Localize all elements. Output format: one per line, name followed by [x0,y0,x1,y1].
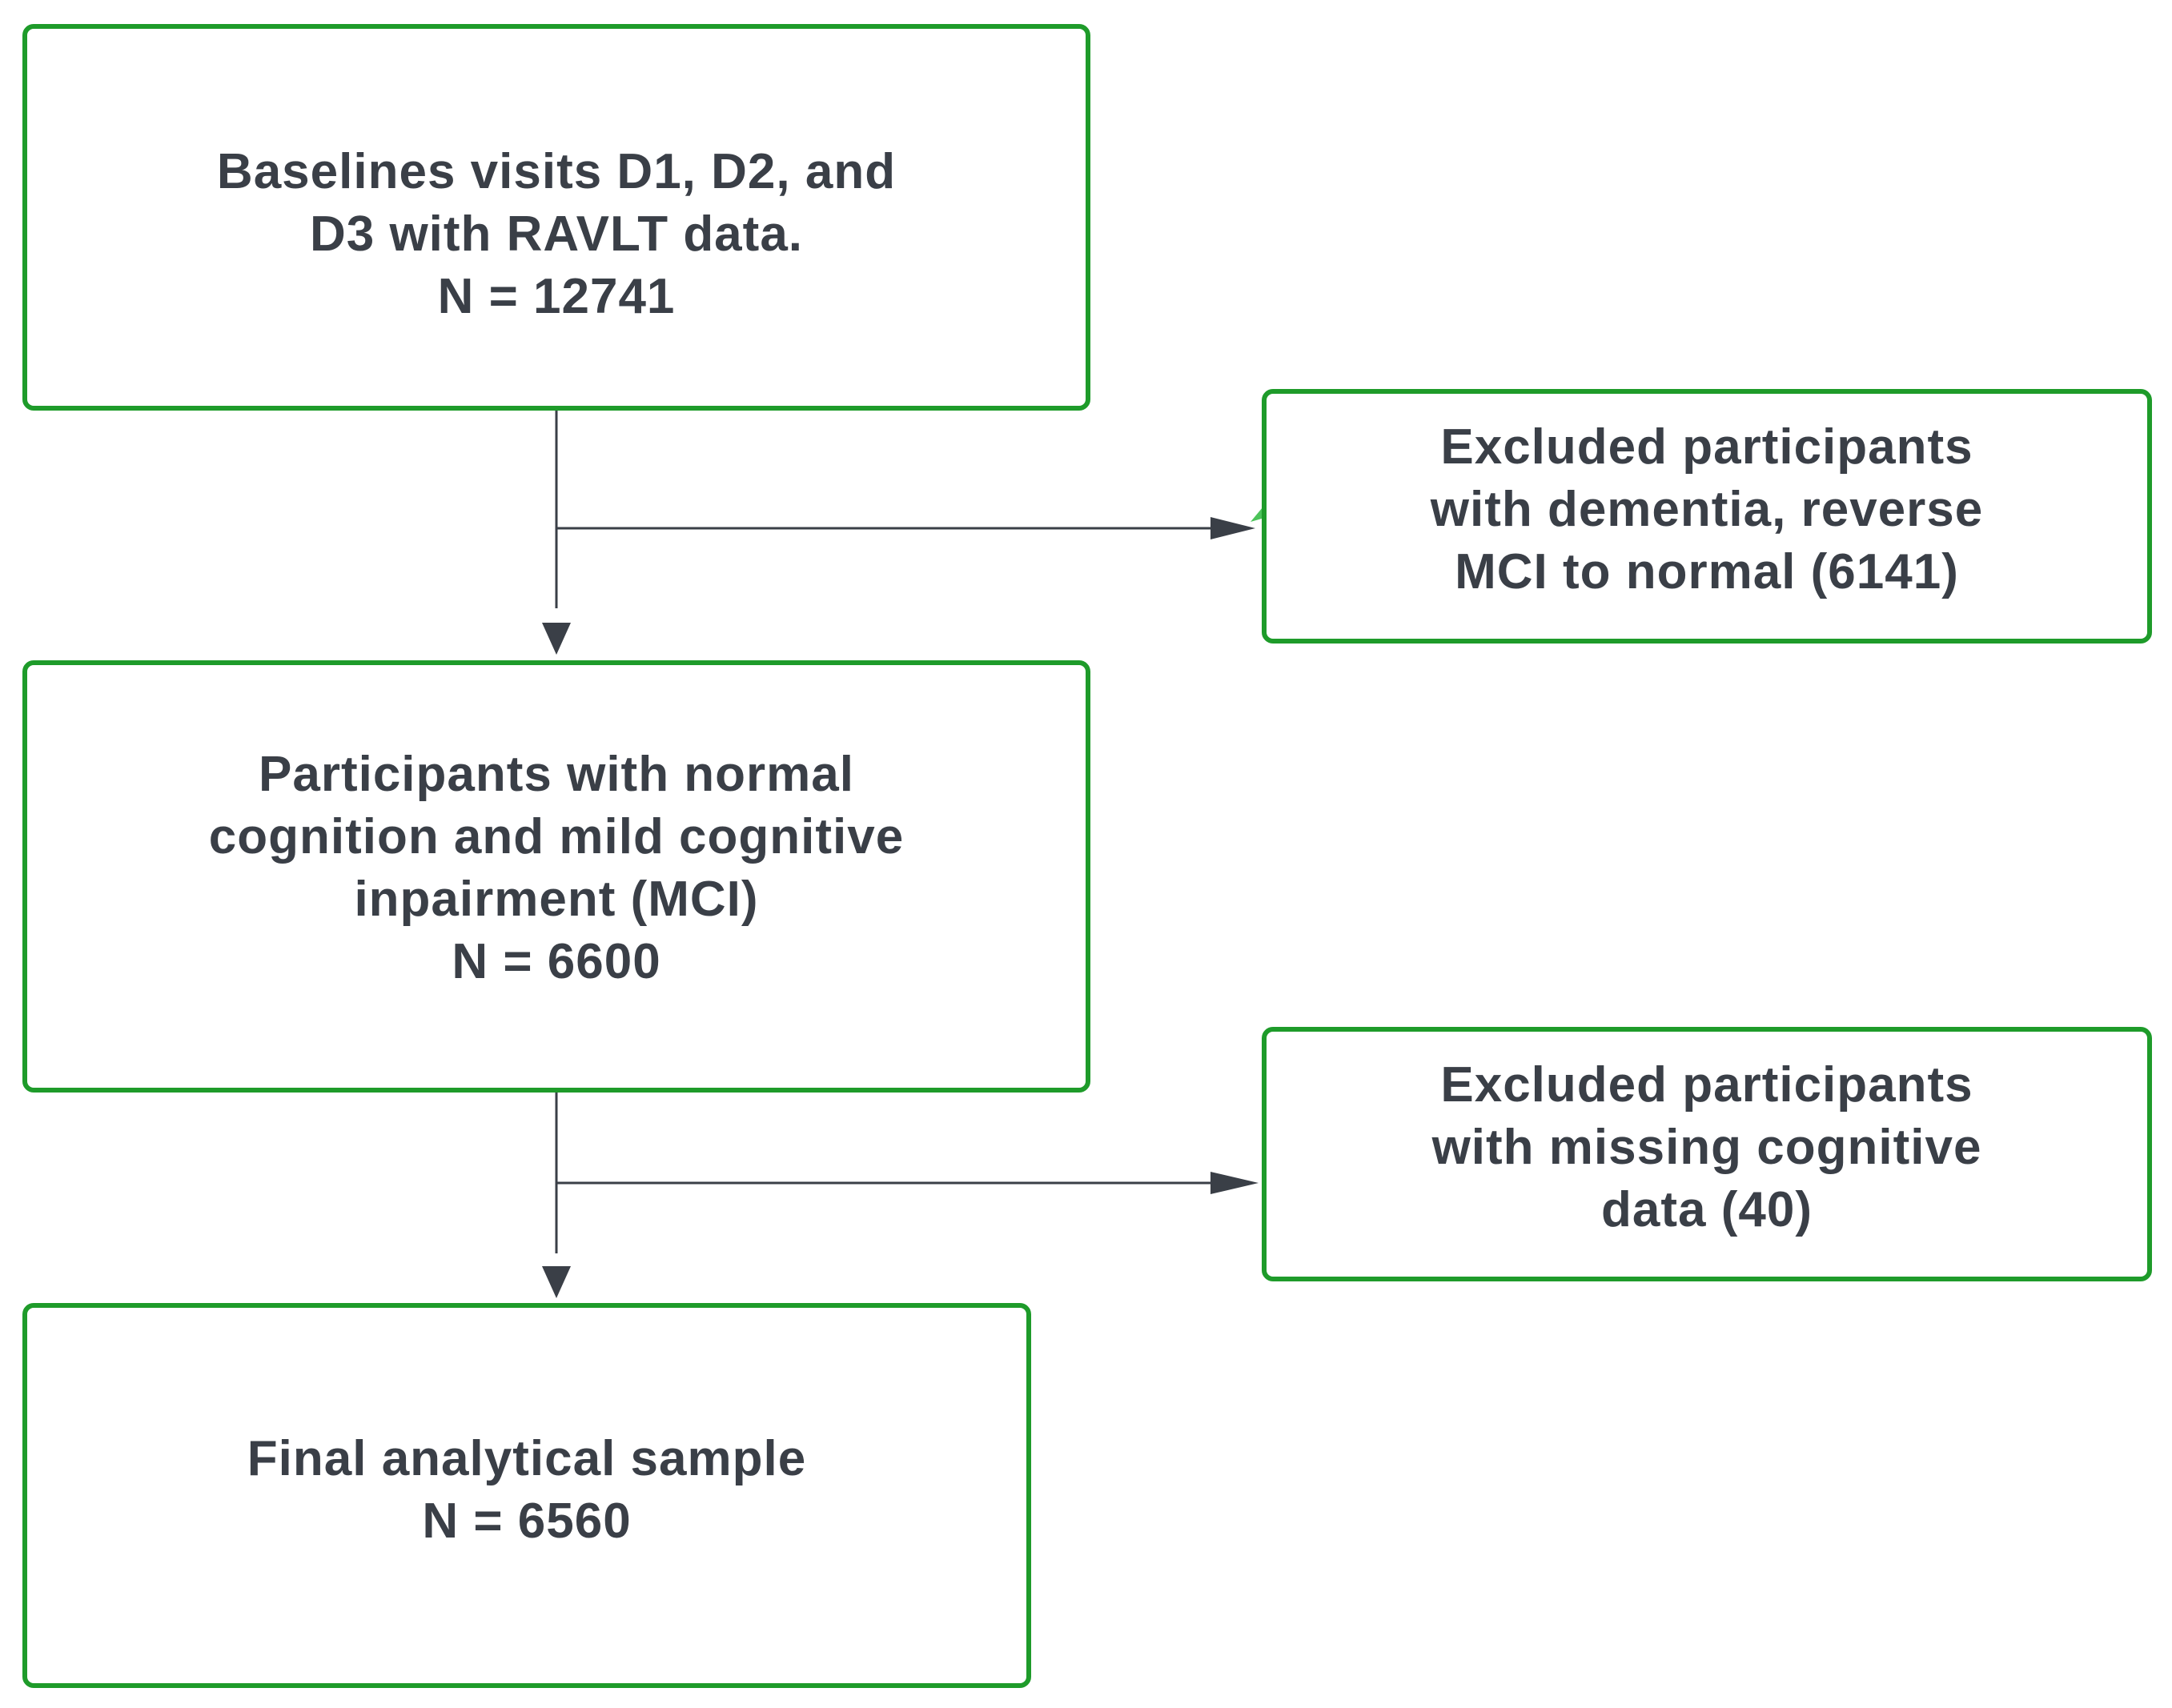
node-text-line: cognition and mild cognitive [208,809,905,864]
node-text-line: Excluded participants [1440,419,1973,475]
arrowhead-right-1 [1210,517,1255,539]
node-text-line: Excluded participants [1440,1057,1973,1113]
node-text-line: Baselines visits D1, D2, and [216,144,897,199]
arrowhead-down-1 [542,623,571,655]
node-final-sample: Final analytical sample N = 6560 [22,1303,1031,1688]
node-normal-cognition-mci: Participants with normal cognition and m… [22,660,1090,1093]
node-text-line: inpairment (MCI) [354,872,759,927]
node-count: N = 6560 [422,1493,632,1549]
node-excluded-dementia: Excluded participants with dementia, rev… [1262,389,2152,644]
node-text-line: D3 with RAVLT data. [309,206,804,262]
node-count: N = 12741 [437,269,676,324]
node-baseline-visits: Baselines visits D1, D2, and D3 with RAV… [22,24,1090,411]
node-text-line: Participants with normal [258,747,855,802]
node-text-line: data (40) [1601,1182,1813,1237]
node-excluded-missing-data: Excluded participants with missing cogni… [1262,1027,2152,1281]
node-text-line: with missing cognitive [1431,1120,1982,1175]
arrowhead-down-2 [542,1266,571,1298]
node-text-line: Final analytical sample [247,1431,807,1486]
arrowhead-right-2 [1210,1172,1259,1194]
node-text-line: MCI to normal (6141) [1455,544,1959,599]
node-text-line: with dementia, reverse [1430,482,1984,537]
node-count: N = 6600 [452,934,661,989]
